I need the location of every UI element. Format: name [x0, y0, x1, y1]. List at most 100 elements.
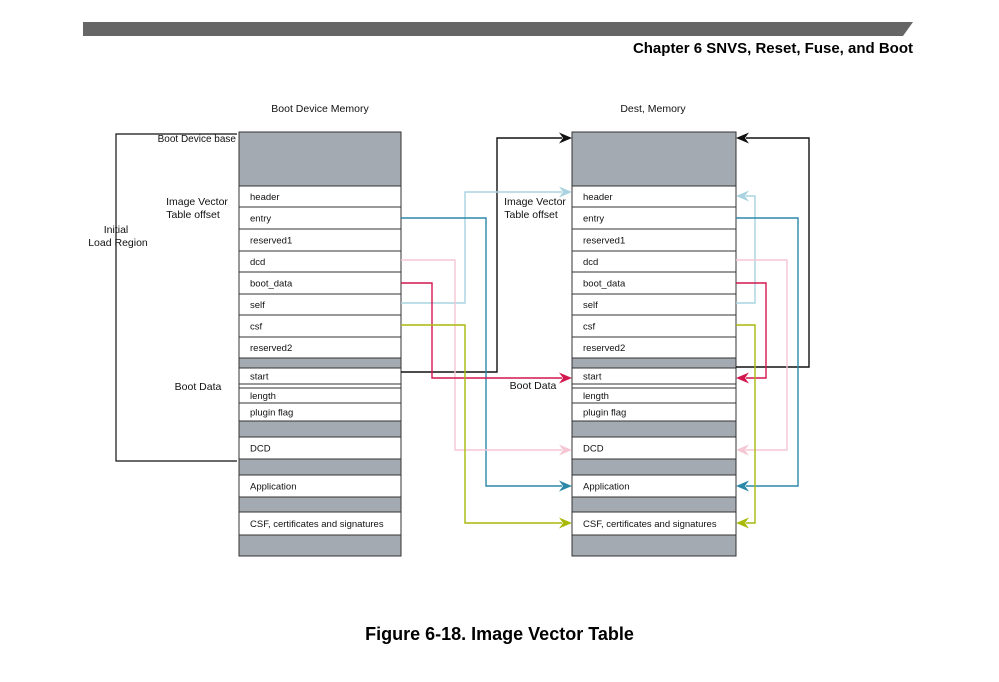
row-label: CSF, certificates and signatures	[250, 519, 384, 530]
left-row-gap4	[238, 496, 402, 513]
right-row-csf-block: CSF, certificates and signatures	[571, 511, 737, 536]
right-row-self: self	[571, 293, 737, 316]
entry-to-application-arrow-right	[736, 480, 749, 492]
row-label: boot_data	[583, 279, 626, 290]
row-label: boot_data	[250, 279, 293, 290]
dcd-to-DCD-line-right	[736, 259, 788, 451]
right-row-gap4	[571, 496, 737, 513]
right-row-entry: entry	[571, 206, 737, 230]
left-column-title: Boot Device Memory	[271, 103, 369, 115]
right-cell-base	[571, 131, 737, 187]
right-cell-gap1	[571, 357, 737, 369]
row-label: dcd	[583, 257, 598, 268]
right-boot-data-label: Boot Data	[510, 380, 557, 392]
left-cell-gap1	[238, 357, 402, 369]
row-label: Application	[250, 482, 296, 493]
right-row-start: start	[571, 367, 737, 385]
right-row-application: Application	[571, 474, 737, 498]
row-label: Application	[583, 482, 629, 493]
right-row-boot-data: boot_data	[571, 271, 737, 295]
connection-dcd-to-DCD	[401, 259, 788, 456]
row-label: csf	[583, 322, 596, 333]
entry-to-application-line-left	[401, 217, 562, 487]
right-cell-gap4	[571, 496, 737, 513]
left-row-gap5	[238, 534, 402, 557]
left-cell-gap3	[238, 458, 402, 476]
right-row-base	[571, 131, 737, 187]
row-label: length	[250, 391, 276, 402]
left-row-csf-block: CSF, certificates and signatures	[238, 511, 402, 536]
csf-to-csf-block-line-right	[736, 324, 756, 524]
figure-caption: Figure 6-18. Image Vector Table	[365, 624, 634, 644]
right-row-length: length	[571, 387, 737, 404]
left-cell-gap4	[238, 496, 402, 513]
dcd-to-DCD-arrow-left	[559, 444, 572, 456]
left-row-header: header	[238, 185, 402, 208]
row-label: plugin flag	[583, 408, 626, 419]
start-to-base-arrow-right	[736, 132, 749, 144]
csf-to-csf-block-arrow-left	[559, 517, 572, 529]
left-ivt-offset-label-1: Image Vector	[166, 196, 228, 208]
connection-self-to-header	[401, 186, 756, 304]
boot-data-to-start-arrow-left	[559, 372, 572, 384]
left-row-self: self	[238, 293, 402, 316]
row-label: reserved2	[250, 343, 292, 354]
row-label: plugin flag	[250, 408, 293, 419]
right-row-DCD: DCD	[571, 436, 737, 460]
left-row-boot-data: boot_data	[238, 271, 402, 295]
right-row-csf: csf	[571, 314, 737, 338]
left-row-DCD: DCD	[238, 436, 402, 460]
row-label: dcd	[250, 257, 265, 268]
connection-start-to-base	[401, 132, 810, 373]
boot-data-to-start-line-right	[736, 282, 767, 379]
connection-boot-data-to-start	[401, 282, 767, 384]
left-row-length: length	[238, 387, 402, 404]
row-label: length	[583, 391, 609, 402]
boot-data-to-start-arrow-right	[736, 372, 749, 384]
right-row-plugin-flag: plugin flag	[571, 402, 737, 422]
start-to-base-line-right	[736, 137, 810, 368]
row-label: entry	[250, 214, 271, 225]
self-to-header-arrow-left	[559, 186, 572, 198]
left-separator	[238, 383, 402, 389]
chapter-title: Chapter 6 SNVS, Reset, Fuse, and Boot	[632, 40, 913, 57]
row-label: DCD	[583, 444, 604, 455]
row-label: reserved1	[583, 236, 625, 247]
left-row-start: start	[238, 367, 402, 385]
left-cell-gap2	[238, 420, 402, 438]
initial-load-region-bracket	[115, 133, 237, 462]
row-label: self	[583, 300, 598, 311]
left-row-base	[238, 131, 402, 187]
right-row-reserved1: reserved1	[571, 228, 737, 252]
csf-to-csf-block-arrow-right	[736, 517, 749, 529]
row-label: start	[583, 372, 602, 383]
right-row-header: header	[571, 185, 737, 208]
row-label: csf	[250, 322, 263, 333]
left-cell-base	[238, 131, 402, 187]
row-label: entry	[583, 214, 604, 225]
left-row-gap3	[238, 458, 402, 476]
right-row-gap2	[571, 420, 737, 438]
row-label: header	[250, 192, 280, 203]
right-cell-csf	[571, 314, 737, 338]
entry-to-application-line-right	[736, 217, 799, 487]
left-row-entry: entry	[238, 206, 402, 230]
left-ivt-offset-label-2: Table offset	[166, 209, 220, 221]
self-to-header-arrow-right	[736, 190, 749, 202]
row-label: start	[250, 372, 269, 383]
right-row-gap1	[571, 357, 737, 369]
entry-to-application-arrow-left	[559, 480, 572, 492]
csf-to-csf-block-line-left	[401, 324, 562, 524]
self-to-header-line-right	[736, 195, 756, 304]
left-row-application: Application	[238, 474, 402, 498]
right-row-reserved2: reserved2	[571, 336, 737, 359]
dcd-to-DCD-arrow-right	[736, 444, 749, 456]
row-label: CSF, certificates and signatures	[583, 519, 717, 530]
left-row-gap1	[238, 357, 402, 369]
left-row-gap2	[238, 420, 402, 438]
right-row-gap3	[571, 458, 737, 476]
start-to-base-line-left	[401, 137, 562, 373]
dcd-to-DCD-line-left	[401, 259, 562, 451]
right-ivt-offset-label-2: Table offset	[504, 209, 558, 221]
